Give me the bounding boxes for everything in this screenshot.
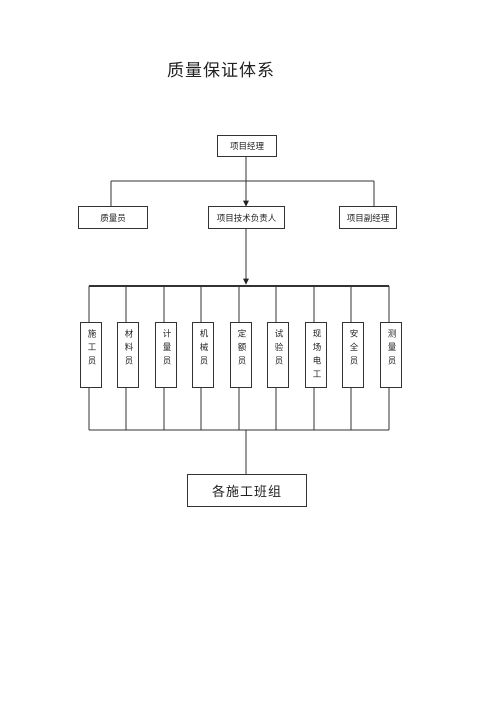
diagram-title: 质量保证体系 (167, 61, 275, 81)
role-safety-officer: 安全员 (342, 322, 364, 388)
role-quota-clerk: 定额员 (230, 322, 252, 388)
node-project-manager: 项目经理 (217, 135, 277, 157)
role-site-electrician: 现场电工 (305, 322, 327, 388)
role-test-clerk: 试验员 (267, 322, 289, 388)
role-machinery-clerk: 机械员 (192, 322, 214, 388)
node-deputy-manager: 项目副经理 (339, 206, 397, 229)
node-quality-inspector: 质量员 (78, 206, 148, 229)
role-materials-clerk: 材料员 (117, 322, 139, 388)
role-measurement-clerk: 计量员 (155, 322, 177, 388)
role-surveyor: 测量员 (380, 322, 402, 388)
role-construction-worker: 施工员 (80, 322, 102, 388)
node-technical-lead: 项目技术负责人 (208, 206, 285, 229)
node-construction-teams: 各施工班组 (187, 474, 307, 507)
